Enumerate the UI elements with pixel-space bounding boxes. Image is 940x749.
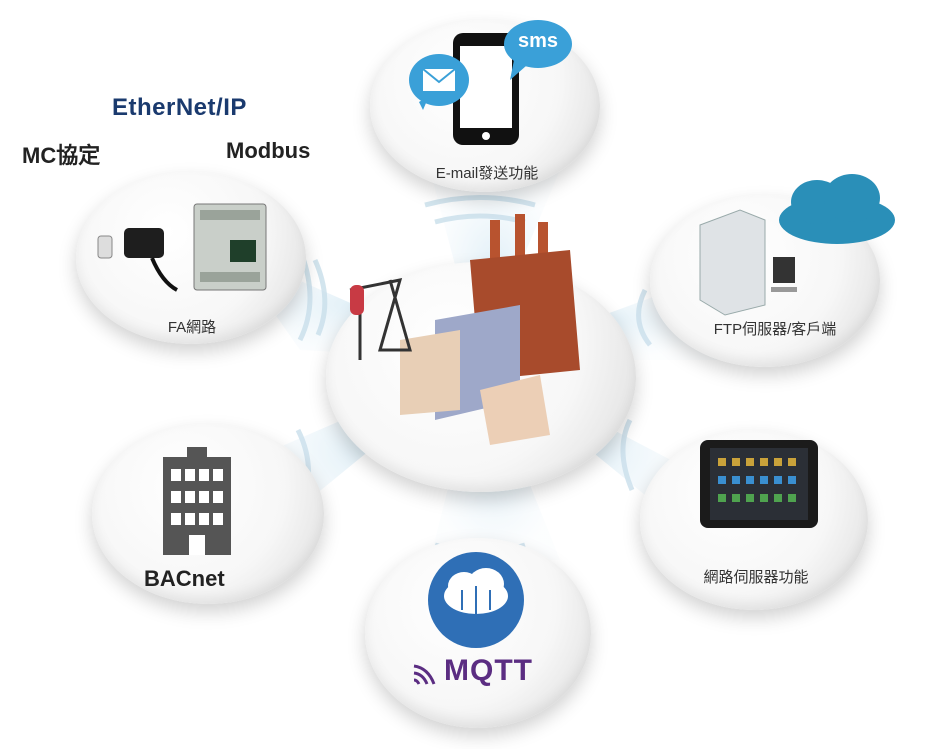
sms-label: sms	[517, 30, 559, 52]
fa-node	[76, 172, 306, 344]
sensor-icon	[97, 228, 179, 292]
mqtt-cloud-icon	[428, 552, 524, 648]
factory-icon	[349, 214, 580, 445]
server-rack-icon	[699, 209, 797, 316]
tablet-icon	[700, 440, 818, 528]
fa-label: FA網路	[167, 319, 217, 336]
ethernet-ip-label: EtherNet/IP	[112, 94, 247, 121]
web-server-label: 網路伺服器功能	[703, 569, 809, 586]
phone-icon	[453, 33, 519, 145]
email-label: E-mail發送功能	[435, 165, 539, 182]
sms-bubble-icon	[504, 20, 572, 80]
modbus-label: Modbus	[226, 138, 311, 163]
mc-protocol-label: MC協定	[22, 143, 101, 168]
plc-icon	[193, 203, 267, 291]
bacnet-label: BACnet	[144, 566, 225, 591]
envelope-icon	[409, 54, 469, 110]
mqtt-wave-icon	[413, 664, 436, 685]
ftp-label: FTP伺服器/客戶端	[713, 321, 837, 338]
building-icon	[163, 447, 231, 555]
cloud-icon	[779, 174, 895, 244]
mqtt-label: MQTT	[444, 654, 533, 687]
